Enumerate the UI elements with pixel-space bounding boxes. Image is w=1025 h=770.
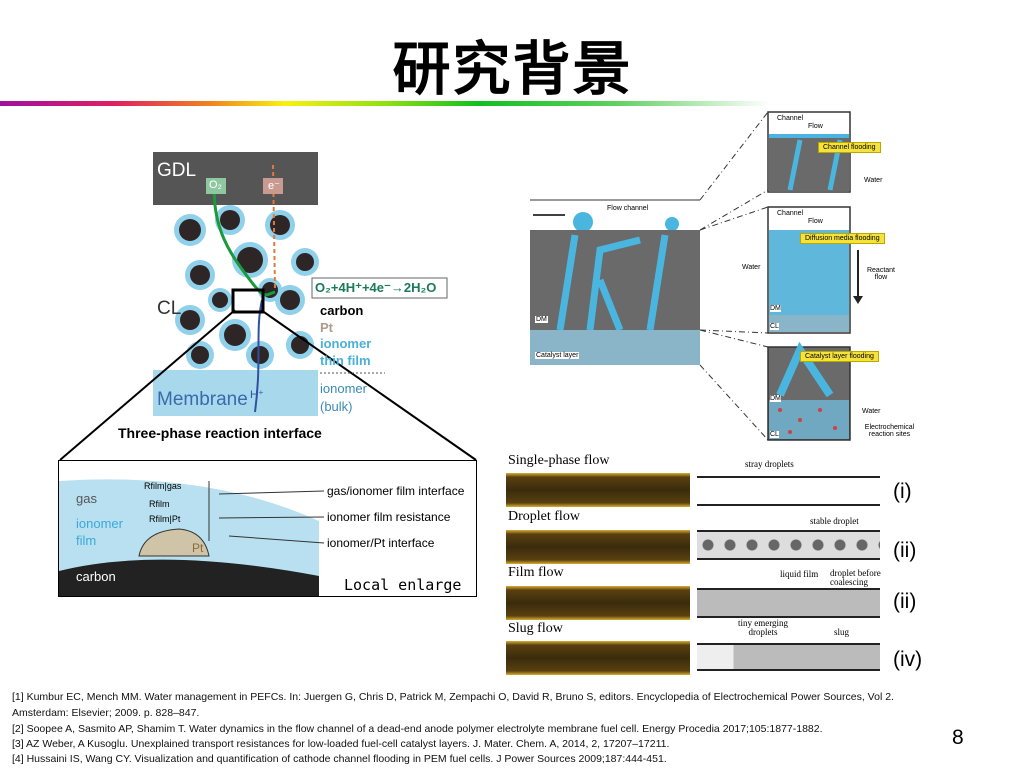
three-phase-caption: Three-phase reaction interface: [118, 425, 322, 441]
regime-photo: [506, 473, 690, 507]
ionomer-film-resistance-label: ionomer film resistance: [327, 510, 451, 524]
carbon-label: carbon: [320, 303, 364, 318]
regime-note: droplet before coalescing: [830, 568, 881, 587]
gas-label: gas: [76, 491, 97, 506]
cl-label: CL: [157, 298, 182, 319]
regime-label: Droplet flow: [508, 509, 580, 524]
regime-photo: [506, 641, 690, 675]
membrane-label: Membrane: [157, 389, 248, 410]
ionomer-film-label-2: film: [76, 533, 97, 548]
water-label-3: Water: [862, 408, 881, 415]
pt-label: Pt: [320, 320, 333, 335]
channel-label-2: Channel: [777, 210, 804, 217]
local-enlarge-caption: Local enlarge: [344, 576, 462, 594]
ionomer-film-label: ionomer: [76, 516, 123, 531]
regime-photo: [506, 586, 690, 620]
reaction-equation: O₂+4H⁺+4e⁻→2H₂O: [315, 280, 437, 295]
reactant-flow-label: Reactant flow: [866, 267, 896, 281]
proton-label: H⁺: [250, 389, 264, 401]
cl-label-2: CL: [770, 323, 779, 330]
dm-label-2: DM: [770, 305, 781, 312]
enlarge-drawing: [59, 479, 325, 596]
channel-flooding-tag: Channel flooding: [818, 142, 881, 153]
flow-channel-label: Flow channel: [607, 205, 649, 212]
regime-note: stable droplet: [810, 516, 859, 526]
regime-note: stray droplets: [745, 459, 794, 469]
regime-numeral: (i): [893, 480, 912, 503]
cl-label-3: CL: [770, 431, 779, 438]
slide-title: 研究背景: [392, 35, 633, 103]
pt-label: Pt: [192, 541, 204, 555]
flow-label: Flow: [808, 123, 823, 130]
carbon-label: carbon: [76, 569, 116, 584]
ionomer-bulk-label: ionomer: [320, 381, 367, 396]
r-film-label: Rfilm: [149, 499, 170, 509]
regime-numeral: (iv): [893, 648, 923, 671]
gas-ionomer-interface-label: gas/ionomer film interface: [327, 484, 465, 498]
o2-label: O₂: [209, 179, 222, 191]
r-film-gas-label: Rfilm|gas: [144, 481, 182, 491]
rainbow-divider: [0, 101, 770, 106]
r-film-pt-label: Rfilm|Pt: [149, 514, 181, 524]
water-label-2: Water: [742, 264, 761, 271]
dm-label: DM: [535, 316, 548, 323]
reference-item: [4] Hussaini IS, Wang CY. Visualization …: [12, 753, 667, 765]
ionomer-thin-film-label-2: thin film: [320, 353, 371, 368]
reference-item: [1] Kumbur EC, Mench MM. Water managemen…: [12, 691, 894, 703]
reference-item: Amsterdam: Elsevier; 2009. p. 828–847.: [12, 707, 200, 719]
flow-label-2: Flow: [808, 218, 823, 225]
gdl-label: GDL: [157, 160, 197, 181]
regime-note: liquid film: [780, 569, 819, 579]
water-label: Water: [864, 177, 883, 184]
catalyst-layer-drawing: [59, 152, 477, 461]
regime-note: slug: [834, 627, 850, 637]
ionomer-pt-interface-label: ionomer/Pt interface: [327, 536, 435, 550]
regime-label: Single-phase flow: [508, 453, 610, 468]
dm-label-3: DM: [770, 395, 781, 402]
reference-item: [3] AZ Weber, A Kusoglu. Unexplained tra…: [12, 738, 670, 750]
reference-item: [2] Soopee A, Sasmito AP, Shamim T. Wate…: [12, 723, 823, 735]
electron-label: e⁻: [268, 180, 280, 192]
page-number: 8: [952, 726, 964, 749]
channel-label: Channel: [777, 115, 804, 122]
regime-photo: [506, 530, 690, 564]
catalyst-layer-figure: GDL O₂ e⁻ CL Membrane H⁺ O₂+4H⁺+4e⁻→2H₂O…: [0, 0, 500, 600]
regime-schematic: [697, 588, 880, 618]
regime-schematic: [697, 476, 880, 506]
regime-schematic: [697, 530, 880, 560]
diffusion-media-flooding-tag: Diffusion media flooding: [800, 233, 885, 244]
ionomer-bulk-label-2: (bulk): [320, 399, 353, 414]
catalyst-layer-flooding-tag: Catalyst layer flooding: [800, 351, 879, 362]
regime-numeral: (ii): [893, 539, 917, 562]
local-enlarge-panel: gas ionomer film carbon Pt Rfilm|gas Rfi…: [58, 460, 477, 597]
regime-numeral: (ii): [893, 590, 917, 613]
reaction-sites-label: Electrochemical reaction sites: [864, 424, 915, 438]
regime-schematic: [697, 643, 880, 671]
ionomer-thin-film-label: ionomer: [320, 336, 372, 351]
catalyst-layer-label: Catalyst layer: [535, 352, 580, 359]
regime-label: Slug flow: [508, 621, 563, 636]
regime-note: tiny emerging droplets: [737, 618, 789, 637]
regime-label: Film flow: [508, 565, 564, 580]
